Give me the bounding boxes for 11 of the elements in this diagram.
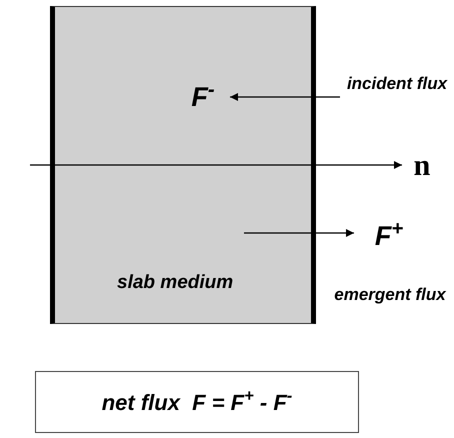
arrow [30, 161, 402, 169]
flux-symbol: F$^{-}$ [178, 80, 228, 114]
slab-label: slab medium [117, 271, 234, 295]
flux-label: incident flux [342, 58, 452, 110]
arrow [230, 93, 340, 101]
slab-box [50, 6, 316, 324]
arrow [244, 229, 354, 237]
flux-symbol: F$^{+}$ [356, 218, 422, 254]
flux-label: emergent flux [328, 268, 452, 322]
normal-label: n [404, 148, 440, 182]
formula-box: net flux F = F$^{+}$ - F$^{-}$ [35, 371, 359, 433]
